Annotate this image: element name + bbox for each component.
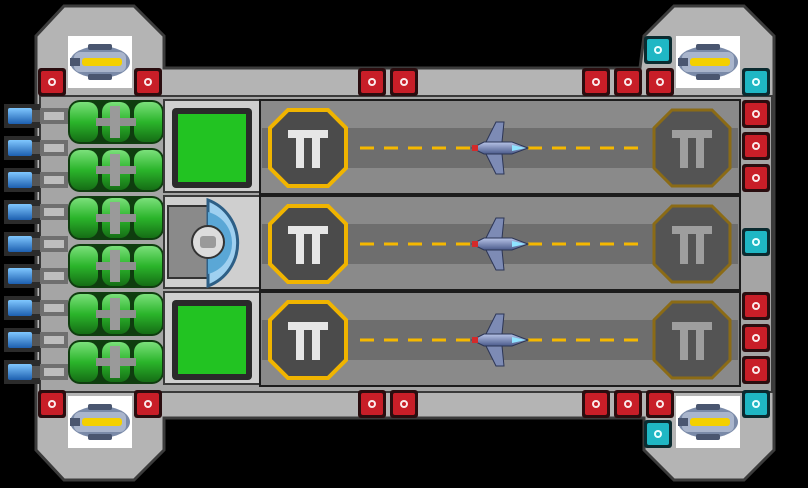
hangar-bay-2[interactable] xyxy=(259,195,741,291)
red-block-icon xyxy=(742,324,770,352)
red-block-icon xyxy=(742,132,770,160)
power-tank-icon xyxy=(68,340,164,384)
red-block-icon xyxy=(582,68,610,96)
red-block-icon xyxy=(646,68,674,96)
hangar-bay-3[interactable] xyxy=(259,291,741,387)
red-block-icon xyxy=(358,68,386,96)
red-block-icon xyxy=(742,356,770,384)
red-block-icon xyxy=(134,390,162,418)
turret-icon[interactable] xyxy=(676,36,740,88)
red-block-icon xyxy=(38,390,66,418)
launch-pad-icon xyxy=(268,300,348,380)
red-block-icon xyxy=(614,390,642,418)
shield-generator-icon[interactable] xyxy=(167,197,240,289)
hangar-bay-1[interactable] xyxy=(259,99,741,195)
launch-pad-icon xyxy=(268,108,348,188)
red-block-icon xyxy=(358,390,386,418)
power-tank-icon xyxy=(68,196,164,240)
power-tank-icon xyxy=(68,100,164,144)
landing-pad-icon xyxy=(652,300,732,380)
power-cell-top[interactable] xyxy=(172,108,252,188)
red-block-icon xyxy=(390,68,418,96)
cyan-block-icon xyxy=(644,36,672,64)
red-block-icon xyxy=(742,164,770,192)
power-tank-icon xyxy=(68,292,164,336)
red-block-icon xyxy=(742,100,770,128)
landing-pad-icon xyxy=(652,108,732,188)
power-cell-bottom[interactable] xyxy=(172,300,252,380)
red-block-icon xyxy=(582,390,610,418)
turret-icon[interactable] xyxy=(676,396,740,448)
turret-icon[interactable] xyxy=(68,396,132,448)
power-tank-icon xyxy=(68,244,164,288)
engine-bank[interactable] xyxy=(4,104,68,384)
landing-pad-icon xyxy=(652,204,732,284)
red-block-icon xyxy=(742,292,770,320)
red-block-icon xyxy=(38,68,66,96)
cyan-block-icon xyxy=(644,420,672,448)
power-tank-icon xyxy=(68,148,164,192)
red-block-icon xyxy=(390,390,418,418)
cyan-block-icon xyxy=(742,68,770,96)
cyan-block-icon xyxy=(742,228,770,256)
red-block-icon xyxy=(614,68,642,96)
cyan-block-icon xyxy=(742,390,770,418)
launch-pad-icon xyxy=(268,204,348,284)
red-block-icon xyxy=(646,390,674,418)
red-block-icon xyxy=(134,68,162,96)
turret-icon[interactable] xyxy=(68,36,132,88)
